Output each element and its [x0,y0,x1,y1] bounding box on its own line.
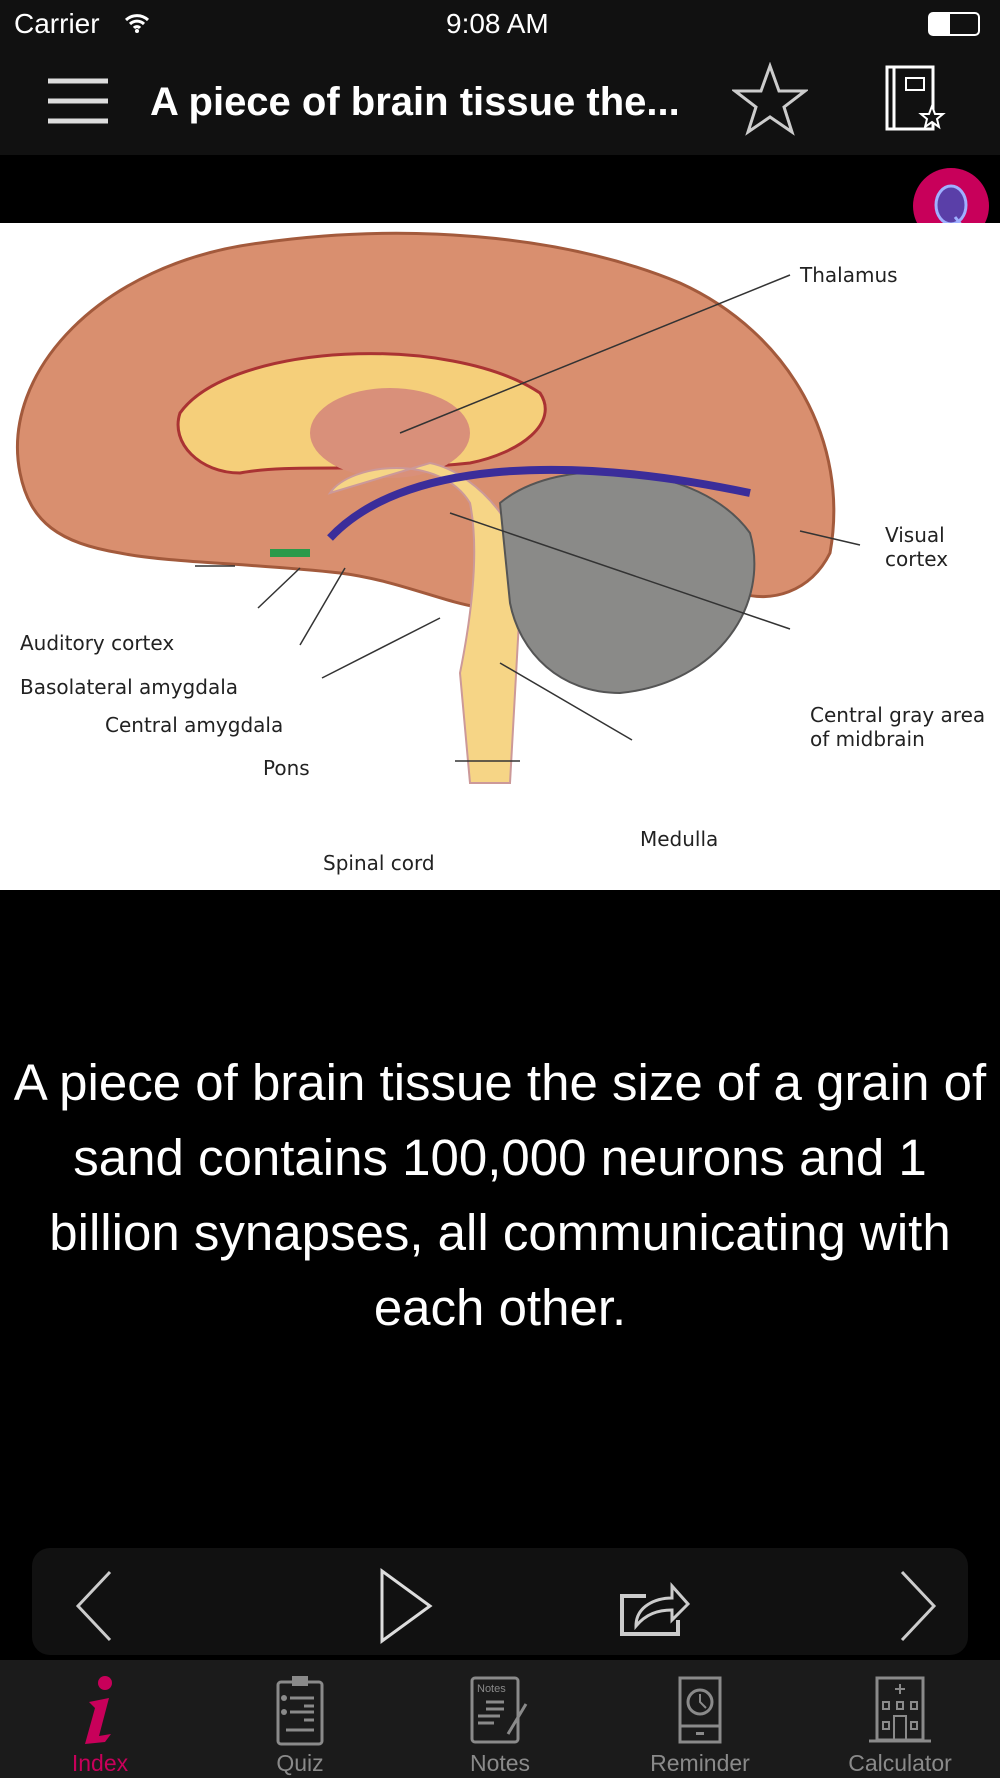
label-central-gray-2: of midbrain [810,727,925,751]
page-title: A piece of brain tissue the... [150,80,680,124]
favorite-star-icon[interactable] [732,62,808,138]
info-icon [85,1676,112,1744]
label-visual-cortex-2: cortex [885,547,949,571]
clipboard-checklist-icon [276,1676,324,1746]
next-button[interactable] [898,1570,938,1642]
previous-button[interactable] [74,1570,114,1642]
fact-text: A piece of brain tissue the size of a gr… [13,1054,987,1336]
phone-clock-icon [678,1676,722,1744]
tab-label: Index [71,1750,129,1776]
tab-bar: Index Quiz Notes Notes Reminder Calculat… [0,1660,1000,1778]
label-central-amygdala: Central amygdala [105,713,284,737]
label-auditory-cortex: Auditory cortex [20,631,175,655]
label-medulla: Medulla [640,827,719,851]
wifi-icon [124,14,150,33]
notes-icon-text: Notes [477,1683,506,1695]
brain-diagram: Thalamus Visual cortex Auditory cortex B… [0,223,1000,890]
label-spinal-cord: Spinal cord [323,851,435,875]
status-bar: Carrier 9:08 AM [0,0,1000,52]
hospital-building-icon [869,1676,931,1743]
clock: 9:08 AM [446,8,549,39]
menu-icon[interactable] [46,76,110,126]
tab-quiz[interactable]: Quiz [200,1660,400,1778]
player-toolbar [32,1548,968,1655]
tab-label: Notes [469,1750,531,1776]
label-central-gray-1: Central gray area [810,703,986,727]
bookmarks-icon[interactable] [884,64,946,134]
tab-notes[interactable]: Notes Notes [400,1660,600,1778]
label-visual-cortex-1: Visual [885,523,945,547]
tab-label: Calculator [848,1750,952,1776]
tab-index[interactable]: Index [0,1660,200,1778]
label-pons: Pons [263,756,310,780]
play-button[interactable] [378,1568,434,1644]
brain-illustration [15,231,861,784]
notes-icon: Notes [470,1676,528,1744]
tab-label: Reminder [650,1750,750,1776]
battery-icon [928,12,980,36]
label-thalamus: Thalamus [800,263,898,287]
tab-reminder[interactable]: Reminder [600,1660,800,1778]
label-basolateral-amygdala: Basolateral amygdala [20,675,239,699]
share-button[interactable] [616,1576,692,1638]
tab-calculator[interactable]: Calculator [800,1660,1000,1778]
nav-bar: A piece of brain tissue the... [0,52,1000,155]
tab-label: Quiz [276,1750,324,1776]
carrier: Carrier [14,8,100,39]
